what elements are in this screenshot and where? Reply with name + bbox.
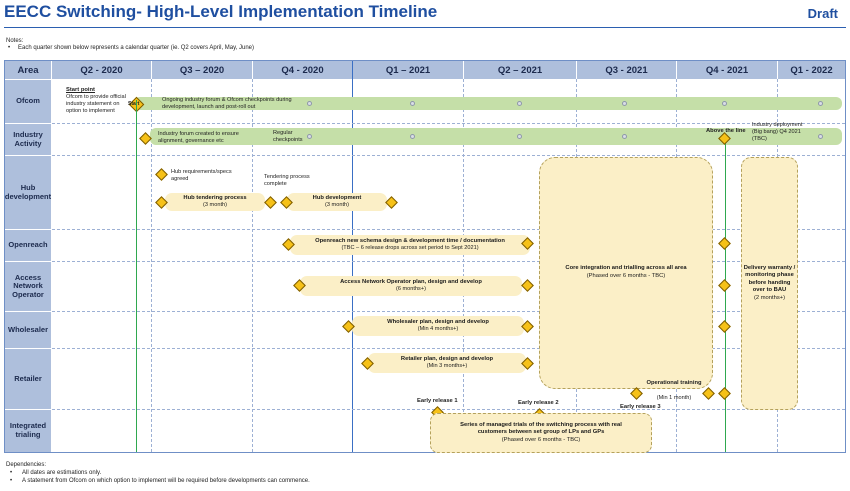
- header-area: Area: [5, 61, 51, 79]
- status-badge: Draft: [807, 6, 838, 21]
- early-release-2-label: Early release 2: [518, 400, 559, 406]
- year-divider-2021: [352, 61, 353, 452]
- notes-item: Each quarter shown below represents a ca…: [18, 45, 255, 51]
- row-divider: [52, 311, 845, 312]
- page-title: EECC Switching- High-Level Implementatio…: [4, 2, 438, 21]
- wholesaler-title: Wholesaler plan, design and develop: [387, 318, 489, 325]
- openreach-title: Openreach new schema design & developmen…: [315, 237, 505, 244]
- early-release-1-label: Early release 1: [417, 398, 458, 404]
- checkpoint-dot: [622, 101, 627, 106]
- row-label-trialing: Integrated trialing: [5, 410, 51, 452]
- timeline-grid: [4, 60, 846, 453]
- above-the-line-label: Above the line: [706, 128, 746, 134]
- early-release-3-label: Early release 3: [620, 404, 661, 410]
- core-integration-title: Core integration and trialling across al…: [565, 265, 687, 272]
- checkpoint-dot: [517, 101, 522, 106]
- checkpoint-dot: [818, 134, 823, 139]
- retailer-sub: (Min 3 months+): [426, 363, 468, 370]
- hub-development-duration: (3 month): [325, 202, 349, 209]
- start-point-text: Ofcom to provide official industry state…: [66, 94, 126, 114]
- title-divider: [4, 27, 846, 28]
- row-label-ofcom: Ofcom: [5, 80, 51, 123]
- row-label-wholesaler: Wholesaler: [5, 312, 51, 348]
- dependency-item: A statement from Ofcom on which option t…: [22, 478, 310, 484]
- notes-heading: Notes:: [6, 38, 24, 44]
- start-point-title: Start point: [66, 87, 95, 93]
- deployment-line: [725, 134, 726, 452]
- hub-tendering-complete-text: Tendering process complete: [264, 174, 310, 187]
- industry-deployment-text: Industry deployment (Big bang) Q4 2021 (…: [752, 122, 803, 142]
- header-quarter-q3-2021: Q3 - 2021: [577, 61, 676, 79]
- quarter-divider: [252, 79, 253, 452]
- checkpoint-dot: [818, 101, 823, 106]
- ofcom-checkpoint-bar: [134, 97, 842, 110]
- checkpoint-dot: [410, 101, 415, 106]
- industry-checkpoints-text: Regular checkpoints: [273, 130, 303, 143]
- trials-sub: (Phased over 6 months - TBC): [501, 436, 581, 443]
- dependencies-bullet: •: [10, 478, 13, 484]
- row-divider: [52, 229, 845, 230]
- start-line: [136, 100, 137, 452]
- industry-forum-bar: [150, 128, 842, 145]
- access-box: Access Network Operator plan, design and…: [300, 276, 522, 296]
- header-quarter-q3-2020: Q3 – 2020: [152, 61, 252, 79]
- header-quarter-q2-2020: Q2 - 2020: [52, 61, 151, 79]
- operational-sub: (Min 1 month): [656, 395, 692, 401]
- hub-development-box: Hub development (3 month): [287, 193, 387, 211]
- row-label-openreach: Openreach: [5, 230, 51, 261]
- dependencies-heading: Dependencies:: [6, 462, 47, 468]
- openreach-sub: (TBC – 6 release drops across set period…: [341, 245, 479, 252]
- row-label-industry: Industry Activity: [5, 124, 51, 155]
- hub-tendering-duration: (3 month): [203, 202, 227, 209]
- warranty-sub: (2 months+): [753, 294, 786, 301]
- quarter-divider: [151, 79, 152, 452]
- hub-development-title: Hub development: [312, 194, 362, 201]
- hub-specs-text: Hub requirements/specs agreed: [171, 169, 232, 182]
- row-divider: [52, 155, 845, 156]
- header-quarter-q4-2021: Q4 - 2021: [677, 61, 777, 79]
- row-label-retailer: Retailer: [5, 349, 51, 409]
- start-milestone-label: Start: [128, 101, 140, 107]
- row-divider: [52, 261, 845, 262]
- checkpoint-dot: [622, 134, 627, 139]
- wholesaler-box: Wholesaler plan, design and develop (Min…: [352, 316, 524, 336]
- checkpoint-dot: [307, 101, 312, 106]
- wholesaler-sub: (Min 4 months+): [417, 326, 459, 333]
- checkpoint-dot: [517, 134, 522, 139]
- operational-title: Operational training: [646, 380, 702, 386]
- dependency-item: All dates are estimations only.: [22, 470, 102, 476]
- row-label-hub: Hub development: [5, 156, 51, 229]
- hub-tendering-title: Hub tendering process: [183, 194, 247, 201]
- header-quarter-q2-2021: Q2 – 2021: [464, 61, 576, 79]
- row-divider: [52, 348, 845, 349]
- access-sub: (6 months+): [395, 286, 426, 293]
- checkpoint-dot: [410, 134, 415, 139]
- header-quarter-q1-2022: Q1 - 2022: [778, 61, 845, 79]
- row-label-access: Access Network Operator: [5, 262, 51, 311]
- trials-title: Series of managed trials of the switchin…: [460, 421, 622, 436]
- notes-bullet: •: [8, 45, 11, 51]
- warranty-box: Delivery warranty / monitoring phase bef…: [741, 157, 798, 410]
- checkpoint-dot: [307, 134, 312, 139]
- row-divider: [52, 409, 845, 410]
- access-title: Access Network Operator plan, design and…: [340, 278, 482, 285]
- core-integration-sub: (Phased over 6 months - TBC): [586, 273, 666, 279]
- core-integration-box: Core integration and trialling across al…: [539, 157, 713, 389]
- openreach-box: Openreach new schema design & developmen…: [290, 235, 530, 255]
- industry-forum-text: Industry forum created to ensure alignme…: [158, 131, 239, 144]
- ofcom-bar-text: Ongoing industry forum & Ofcom checkpoin…: [162, 97, 292, 110]
- header-quarter-q4-2020: Q4 - 2020: [253, 61, 352, 79]
- row-divider: [52, 123, 845, 124]
- warranty-title: Delivery warranty / monitoring phase bef…: [743, 264, 796, 294]
- dependencies-bullet: •: [10, 470, 13, 476]
- trials-box: Series of managed trials of the switchin…: [430, 413, 652, 453]
- retailer-box: Retailer plan, design and develop (Min 3…: [368, 353, 526, 373]
- header-quarter-q1-2021: Q1 – 2021: [353, 61, 463, 79]
- retailer-title: Retailer plan, design and develop: [400, 355, 494, 362]
- checkpoint-dot: [722, 101, 727, 106]
- hub-tendering-box: Hub tendering process (3 month): [165, 193, 265, 211]
- quarter-divider: [463, 79, 464, 452]
